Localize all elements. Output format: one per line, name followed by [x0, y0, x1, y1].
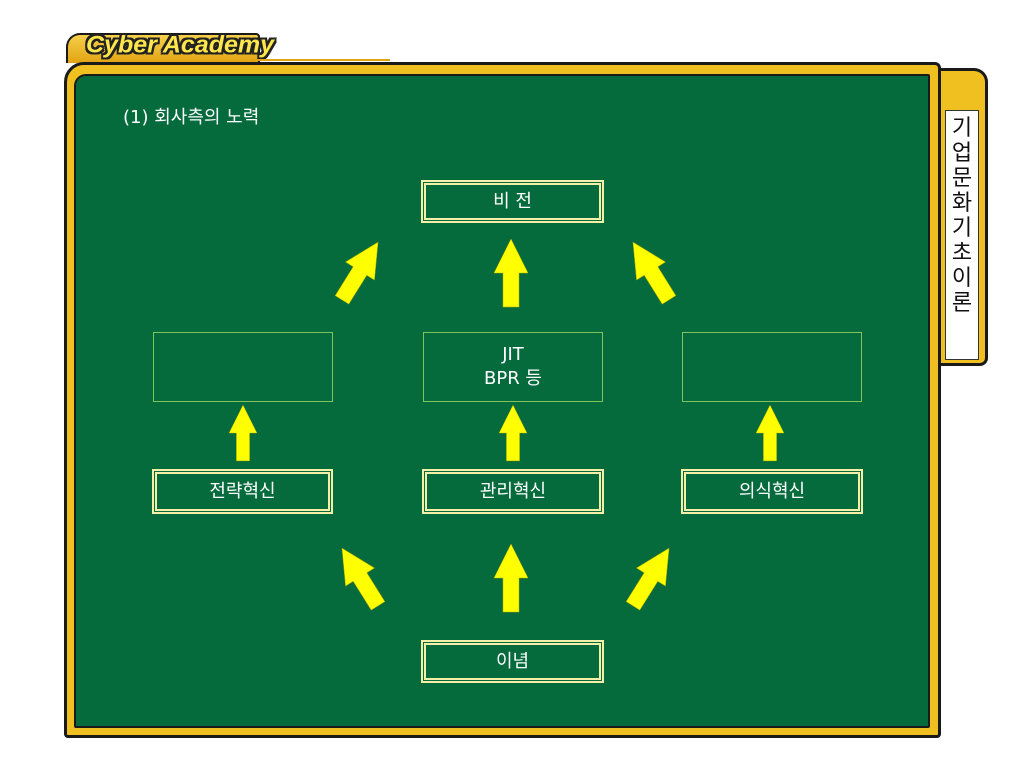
strategy-innovation-box: 전략혁신 [152, 469, 333, 514]
sidebar-title: 기 업 문 화 기 초 이 론 [951, 116, 973, 316]
management-innovation-box: 관리혁신 [422, 469, 604, 514]
arrow-up-icon [755, 404, 785, 462]
sidebar-panel [945, 110, 979, 360]
vision-box: 비 전 [421, 180, 604, 223]
arrow-up-icon [498, 404, 528, 462]
logo-text: Cyber Academy [86, 31, 275, 59]
logo-underline [250, 59, 390, 61]
logo-tab [66, 33, 260, 63]
arrow-up-icon [228, 404, 258, 462]
right-middle-box [682, 332, 862, 402]
arrow-up-left-icon [618, 232, 684, 310]
slide-heading: (1) 회사측의 노력 [123, 107, 260, 128]
center-middle-box: JIT BPR 등 [423, 332, 603, 402]
arrow-up-right-icon [618, 538, 684, 616]
arrow-up-right-icon [327, 232, 393, 310]
left-middle-box [153, 332, 333, 402]
ideology-box: 이념 [421, 640, 604, 683]
arrow-up-icon [493, 543, 529, 613]
arrow-up-left-icon [327, 538, 393, 616]
mindset-innovation-box: 의식혁신 [681, 469, 863, 514]
arrow-up-icon [493, 238, 529, 308]
